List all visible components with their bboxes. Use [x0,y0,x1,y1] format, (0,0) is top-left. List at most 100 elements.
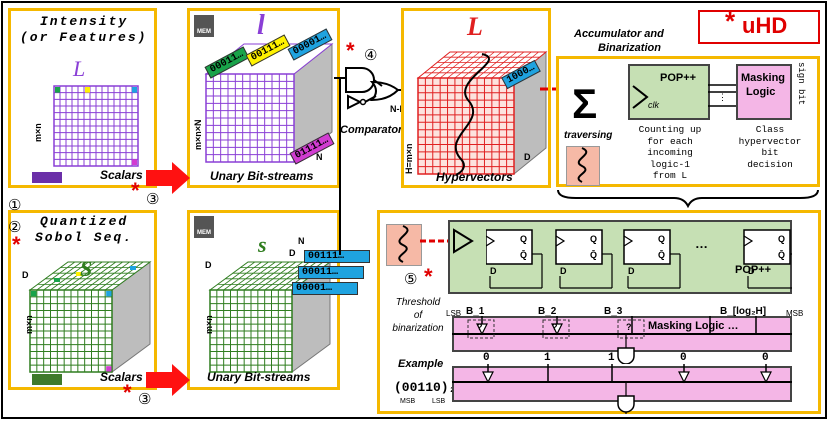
sobol-caption: Scalars [100,370,143,384]
qmark-1: ? [477,322,483,332]
class-line-2: hypervector [738,135,802,147]
marker-1: ① [8,197,22,214]
svg-text:⋮: ⋮ [718,92,727,102]
count-line-3: incoming [647,147,693,158]
unary-top-depth: N [316,152,323,162]
svg-text:D: D [560,266,567,276]
title-star: * [725,6,736,36]
threshold-line-1: Threshold [395,297,441,308]
detail-msb: MSB [786,309,804,318]
acc-class-text: Class hypervector bit decision [730,124,810,170]
sobol-dims: m×n [24,315,34,334]
svg-text:Q: Q [658,234,665,244]
count-line-1: Counting up [638,124,702,135]
marker-4: ④ [364,47,378,64]
title-box [698,10,820,44]
svg-text:Q: Q [590,234,597,244]
svg-text:Q̄: Q̄ [590,250,597,260]
bit-1: B_1 [466,306,485,317]
count-line-5: from L [652,170,688,181]
sigma: Σ [572,80,598,127]
unary-bottom-n: N [298,236,305,246]
svg-text:Q̄: Q̄ [778,250,785,260]
marker-3a-star: * [131,178,140,203]
marker-3b-star: * [123,380,132,405]
acc-title-1: Accumulator and [574,28,664,40]
marker-4-star: * [346,38,355,63]
stream-3: 00001… [292,282,358,295]
svg-text:Q̄: Q̄ [520,250,527,260]
detail-link [420,239,450,243]
traversing-label: traversing [564,130,613,141]
example-lsb: LSB [432,398,446,405]
bit-3: B_3 [604,306,623,317]
intensity-symbol: L [73,56,86,81]
example-bit-4: 0 [680,352,687,364]
svg-text:D: D [490,266,497,276]
detail-clk-triangle [453,228,474,254]
threshold-text: Threshold of binarization [386,296,450,335]
intensity-caption: Scalars [100,168,143,182]
svg-text:Q: Q [778,234,785,244]
hv-depth: D [524,152,531,162]
intensity-title: Intensity [40,14,129,29]
acc-pop-label: POP++ [660,72,697,84]
marker-2: ② [8,219,22,236]
example-msb: MSB [400,398,416,405]
brace [557,189,819,208]
example-bit-2: 1 [544,352,551,364]
unary-top-caption: Unary Bit-streams [210,169,314,183]
unary-top-dims: m×n×N [193,119,203,150]
detail-mask-label: Masking Logic … [648,320,739,332]
example-bit-1: 0 [483,352,490,364]
unary-bottom-depth2: D [289,248,296,258]
class-line-4: decision [747,158,793,170]
bit-n: B_[log₂H] [720,306,767,317]
intensity-grid [53,85,139,167]
detail-mask-wires [452,316,792,364]
sobol-swatch [32,374,62,385]
detail-lsb: LSB [446,309,462,318]
intensity-dims: m×n [33,123,43,142]
acc-clk-triangle [632,85,649,109]
intensity-subtitle: (or Features) [20,30,148,45]
example-label: Example [398,358,444,370]
mem-chip-bottom: MEM [194,216,214,238]
marker-2-star: * [12,232,21,257]
detail-wave [398,225,409,263]
acc-mask-box [736,64,792,120]
unary-bottom-caption: Unary Bit-streams [207,370,311,384]
acc-bus: ⋮ [708,84,736,107]
traversing-wave [577,147,588,183]
detail-pop-label: POP++ [735,264,772,276]
count-line-2: for each [647,135,693,147]
marker-5: ⑤ [404,271,418,288]
example-bit-5: 0 [762,352,769,364]
stream-1: 00111… [304,250,370,263]
bit-2: B_2 [538,306,557,317]
example-wires [452,364,792,414]
marker-3b: ③ [138,391,152,408]
sobol-title: Quantized [40,214,129,229]
acc-sign-bit: sign bit [796,62,806,106]
marker-5-star: * [424,264,433,289]
svg-text:D: D [748,266,755,276]
intensity-swatch [32,172,62,183]
hv-cube [416,50,548,176]
sobol-depth: D [22,270,29,280]
marker-3a: ③ [146,191,160,208]
sobol-cube [28,261,152,373]
class-line-1: Class [755,124,785,135]
threshold-line-2: of [413,310,423,321]
unary-bottom-depth: D [205,260,212,270]
qmark-2: ? [552,322,558,332]
sobol-symbol: S [80,256,93,281]
svg-text:Q: Q [520,234,527,244]
sobol-subtitle: Sobol Seq. [35,230,134,245]
arrow-bottom [146,364,190,396]
acc-clk-label: clk [648,100,659,110]
hv-dims: H=m×n [404,143,414,174]
nbit-label: N-bit [390,104,411,114]
